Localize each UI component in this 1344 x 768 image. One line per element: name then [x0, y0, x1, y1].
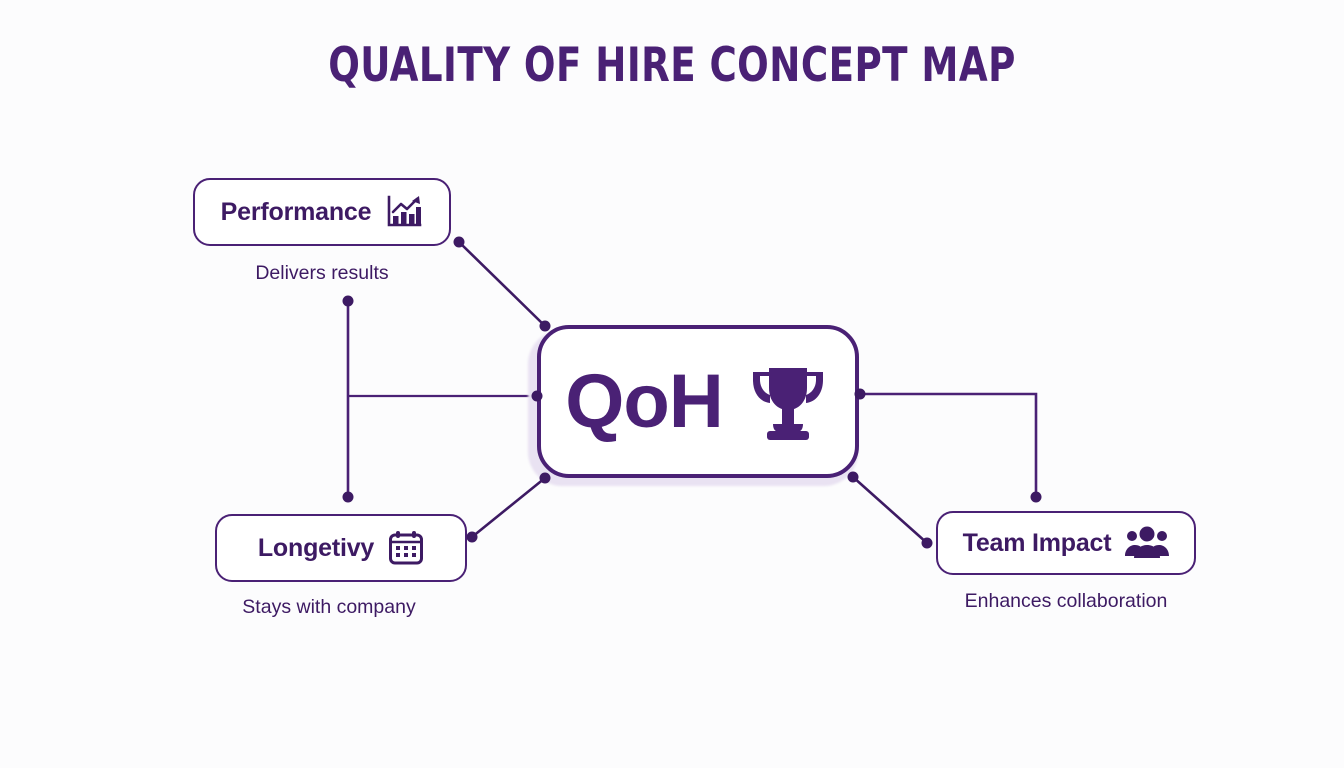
calendar-icon	[388, 530, 424, 566]
node-longevity-caption: Stays with company	[242, 596, 416, 618]
edge-center-to-team-diagonal	[851, 475, 929, 545]
connector-dot-center-bottomright	[847, 471, 859, 483]
center-node-label: QoH	[565, 358, 723, 444]
node-team-impact-label: Team Impact	[962, 528, 1112, 557]
connector-dot-team-top	[1030, 491, 1042, 503]
connector-dot-team-left	[921, 537, 933, 549]
connector-dot-performance-out	[453, 236, 465, 248]
node-longevity-label: Longetivy	[257, 533, 375, 562]
edge-performance-to-center	[457, 240, 547, 328]
node-team-impact-caption: Enhances collaboration	[964, 590, 1168, 612]
connector-dot-center-left	[531, 390, 543, 402]
connector-dot-spine-bottom	[342, 491, 354, 503]
node-performance-label: Performance	[220, 197, 372, 226]
connector-dot-center-topleft	[539, 320, 551, 332]
connector-dot-spine-top	[342, 295, 354, 307]
people-group-icon	[1125, 526, 1170, 560]
node-longevity[interactable]: Longetivy	[215, 514, 467, 582]
node-team-impact[interactable]: Team Impact	[936, 511, 1196, 575]
connector-dot-center-right	[854, 388, 866, 400]
page-title: QUALITY OF HIRE CONCEPT MAP	[328, 38, 1016, 93]
bar-chart-growth-icon	[385, 194, 423, 230]
connector-dot-longevity-out	[466, 531, 478, 543]
edge-longevity-to-center	[470, 476, 547, 539]
connector-dot-center-bottomleft	[539, 472, 551, 484]
edge-center-to-team-elbow	[857, 392, 1038, 499]
trophy-icon	[745, 362, 831, 444]
node-performance[interactable]: Performance	[193, 178, 451, 246]
center-node-qoh[interactable]: QoH	[537, 325, 859, 478]
node-performance-caption: Delivers results	[255, 262, 389, 284]
